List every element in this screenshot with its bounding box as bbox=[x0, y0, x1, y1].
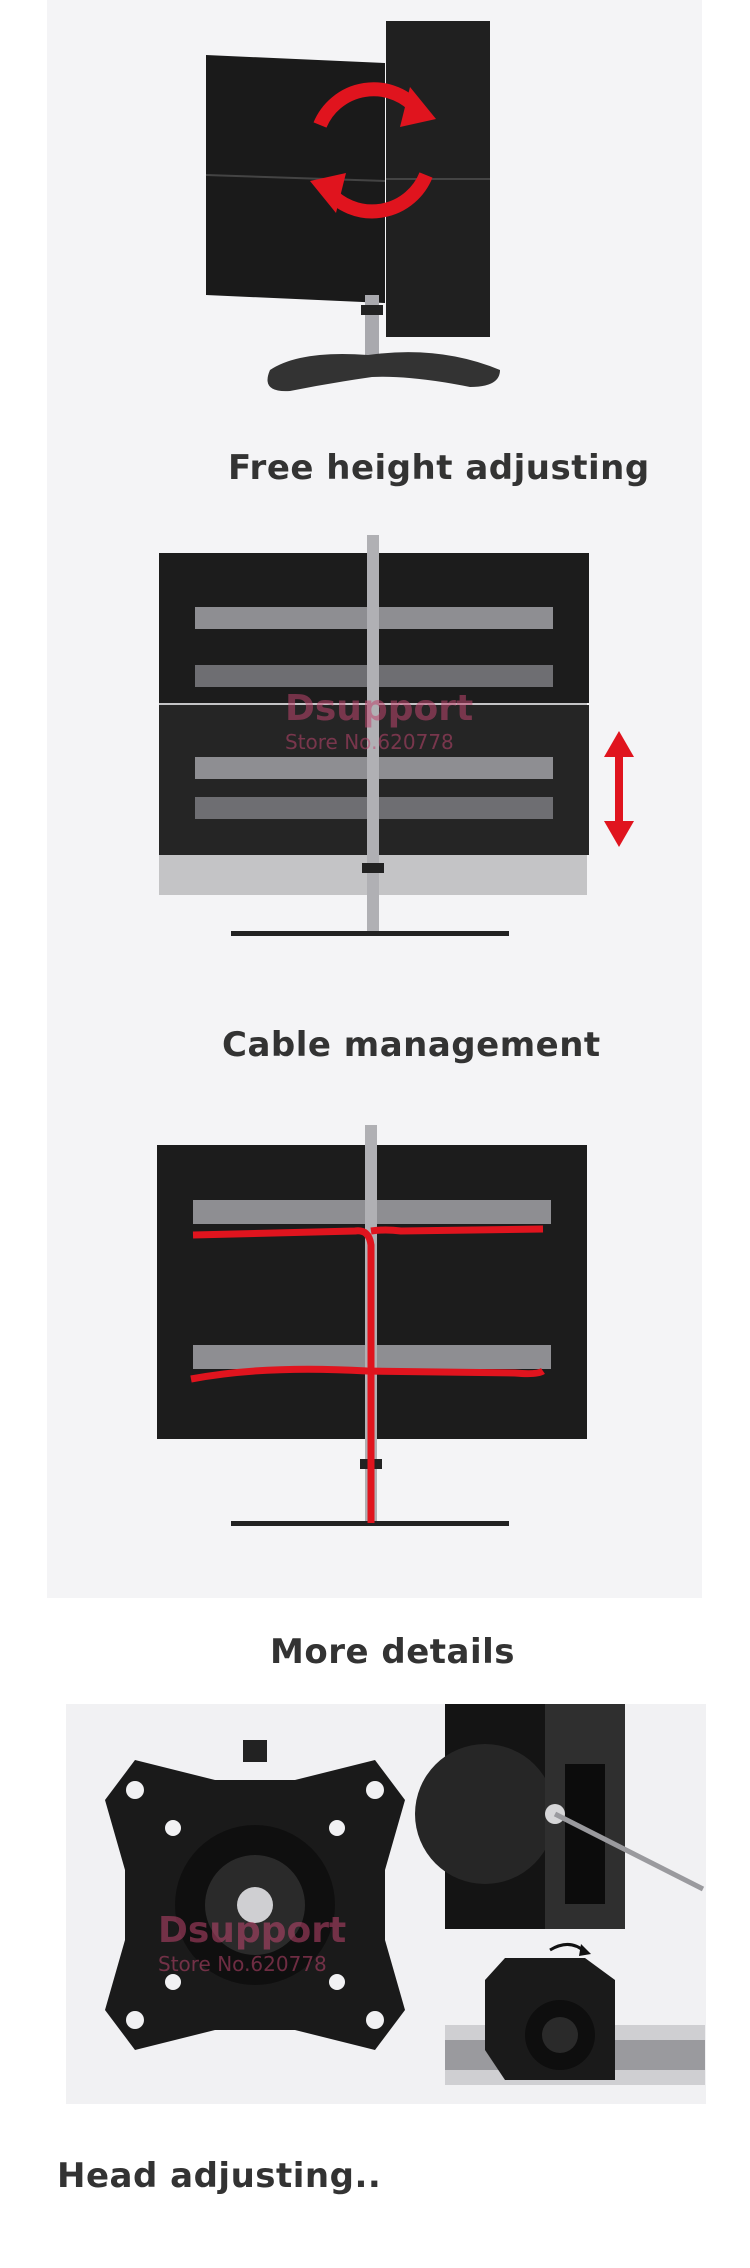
curved-arrow-icon bbox=[549, 1943, 591, 1956]
heading-free-height: Free height adjusting bbox=[228, 448, 650, 488]
watermark-store: Store No.620778 bbox=[285, 730, 454, 754]
cable-management-illustration bbox=[157, 1125, 587, 1526]
heading-cable-management: Cable management bbox=[222, 1025, 601, 1065]
vesa-plate-illustration bbox=[105, 1740, 405, 2050]
height-adjust-illustration bbox=[159, 535, 634, 936]
watermark-brand-details: Dsupport bbox=[158, 1910, 347, 1951]
double-arrow-vertical-icon bbox=[604, 731, 634, 847]
tilt-head-illustration bbox=[445, 1943, 705, 2085]
heading-more-details: More details bbox=[270, 1632, 515, 1672]
bracket-closeup-illustration bbox=[415, 1704, 705, 1929]
rotating-monitors-illustration bbox=[205, 21, 500, 392]
rotate-arrows-icon bbox=[310, 82, 436, 219]
watermark-brand: Dsupport bbox=[285, 688, 474, 729]
watermark-store-details: Store No.620778 bbox=[158, 1952, 327, 1976]
heading-head-adjusting: Head adjusting.. bbox=[57, 2156, 382, 2196]
